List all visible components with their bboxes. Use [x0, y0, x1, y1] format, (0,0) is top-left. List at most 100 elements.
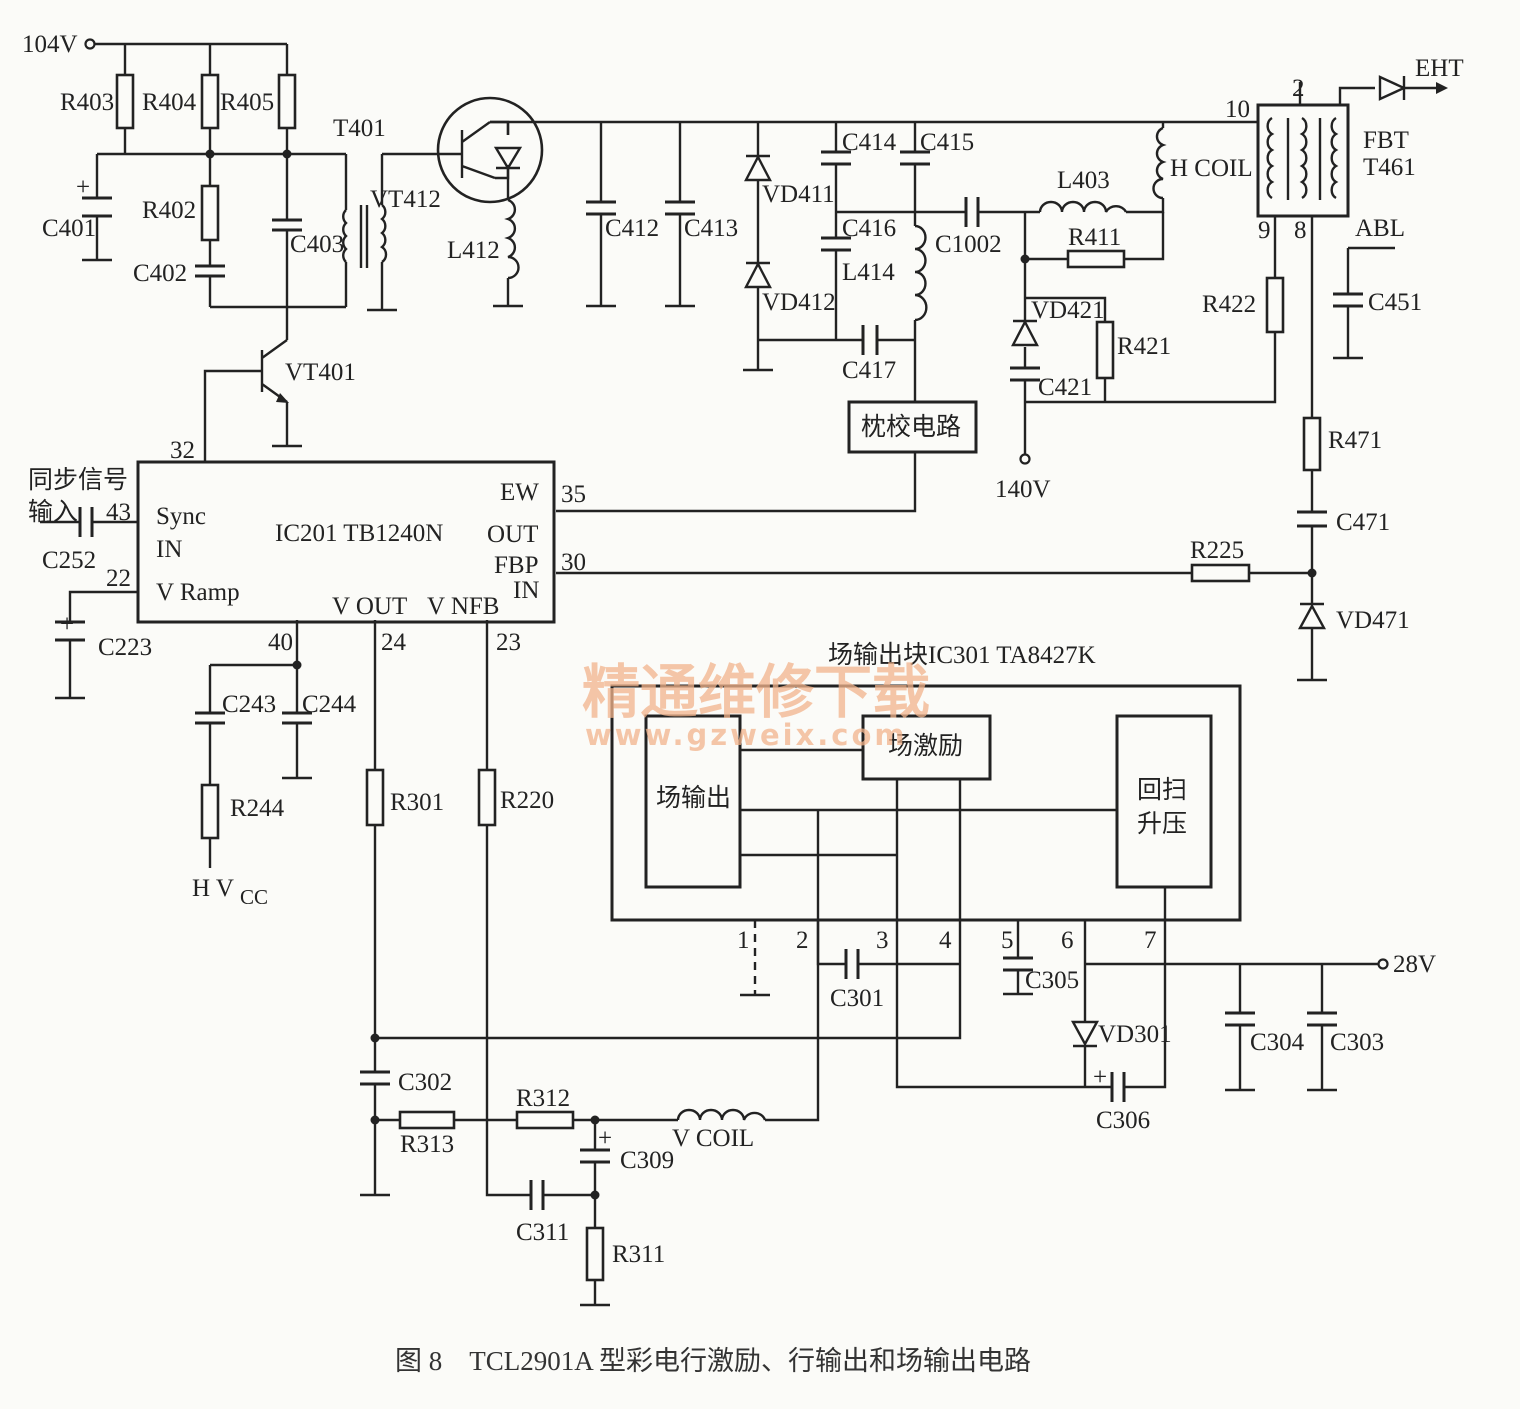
ic301-box: [610, 684, 1242, 922]
label-c401-plus: +: [76, 174, 90, 201]
c471-plates: [1297, 510, 1327, 528]
label-r403: R403: [60, 89, 114, 116]
pillow-label: 枕校电路: [861, 413, 961, 441]
c302-plates: [360, 1070, 390, 1086]
eht-arrow: [1436, 82, 1448, 94]
label-c414: C414: [842, 129, 897, 156]
hcoil-coil: [1152, 126, 1167, 200]
c414-plates: [821, 150, 851, 166]
label-c403: C403: [290, 231, 344, 258]
label-r411: R411: [1068, 224, 1121, 251]
vd411-symbol: [744, 154, 772, 182]
label-c305: C305: [1025, 967, 1079, 994]
label-l414: L414: [842, 259, 895, 286]
label-p4: 4: [939, 927, 952, 954]
label-r301: R301: [390, 789, 444, 816]
r421-body: [1095, 320, 1115, 380]
diodes: [744, 75, 1448, 1048]
label-140v: 140V: [995, 476, 1051, 503]
label-c416: C416: [842, 215, 896, 242]
r225-body: [1190, 563, 1251, 583]
c243-plates: [195, 711, 225, 725]
label-c421: C421: [1038, 374, 1092, 401]
label-fbt: FBT: [1363, 127, 1409, 154]
eht-diode-symbol: [1378, 75, 1407, 101]
vd471-symbol: [1297, 602, 1327, 630]
watermark: 精通维修下载 www.gzweix.com: [582, 658, 930, 752]
label-c471: C471: [1336, 509, 1390, 536]
label-p3: 3: [876, 927, 889, 954]
label-c304: C304: [1250, 1029, 1305, 1056]
vdrive-block-box: [861, 714, 992, 781]
c421-plates: [1010, 366, 1040, 382]
c403-plates: [272, 218, 302, 232]
watermark-cn: 精通维修下载: [582, 658, 930, 726]
ic201-vramp: V Ramp: [156, 579, 240, 606]
label-p5: 5: [1001, 927, 1014, 954]
ground-symbols: [55, 258, 1363, 1307]
label-c303: C303: [1330, 1029, 1384, 1056]
transistors: [276, 96, 544, 403]
label-r471: R471: [1328, 427, 1382, 454]
r405-body: [277, 73, 297, 130]
label-hvcc: H V: [192, 875, 234, 902]
label-vt401: VT401: [285, 359, 356, 386]
ic201-vout: V OUT: [332, 593, 407, 620]
c417-plates: [861, 325, 879, 355]
r311-body: [585, 1226, 605, 1282]
terminals: [84, 38, 1389, 970]
capacitors: [55, 150, 1363, 1210]
l414-coil: [914, 224, 928, 322]
label-pin22: 22: [106, 565, 131, 592]
c415-plates: [900, 150, 930, 166]
label-pin23: 23: [496, 629, 521, 656]
c451-plates: [1333, 292, 1363, 308]
label-vd301: VD301: [1098, 1021, 1172, 1048]
label-c223: C223: [98, 634, 152, 661]
r403-body: [115, 73, 135, 130]
r313-body: [398, 1110, 456, 1130]
r220-body: [477, 768, 497, 827]
vout-block-label: 场输出: [656, 784, 731, 812]
label-t401: T401: [333, 115, 386, 142]
label-c402: C402: [133, 260, 187, 287]
c1002-plates: [964, 197, 980, 227]
label-c309: C309: [620, 1147, 674, 1174]
label-hvcc-sub: CC: [240, 885, 268, 909]
label-r313: R313: [400, 1131, 454, 1158]
label-pin10: 10: [1225, 96, 1250, 123]
label-r311: R311: [612, 1241, 665, 1268]
figure-caption: 图 8 TCL2901A 型彩电行激励、行输出和场输出电路: [395, 1346, 1031, 1376]
l412-coil: [504, 198, 520, 280]
c412-plates: [586, 200, 616, 216]
resistors: [115, 73, 1322, 1282]
ic201-ew: EW: [500, 479, 539, 506]
inductors: [342, 103, 1350, 1121]
label-c412: C412: [605, 215, 659, 242]
r471-body: [1302, 416, 1322, 472]
label-vcoil: V COIL: [672, 1125, 754, 1152]
label-vd421: VD421: [1031, 297, 1105, 324]
label-r225: R225: [1190, 537, 1244, 564]
label-r402: R402: [142, 197, 196, 224]
label-c413: C413: [684, 215, 738, 242]
label-c301: C301: [830, 985, 884, 1012]
c303-plates: [1307, 1011, 1337, 1027]
label-vd411: VD411: [762, 181, 835, 208]
label-r422: R422: [1202, 291, 1256, 318]
label-c311: C311: [516, 1219, 569, 1246]
label-l403: L403: [1057, 167, 1110, 194]
label-c309-plus: +: [598, 1125, 612, 1152]
vcoil-coil: [676, 1108, 767, 1121]
label-c451: C451: [1368, 289, 1422, 316]
c223-plates: [55, 620, 85, 642]
fbt-winding-1: [1266, 116, 1275, 200]
t401-secondary: [379, 204, 388, 263]
vt401-emitter-arrow: [276, 393, 289, 403]
c401-plates: [82, 196, 112, 218]
l403-coil: [1038, 200, 1128, 213]
label-sync2: 输入: [28, 498, 78, 526]
ic201-in: IN: [156, 536, 182, 563]
c311-plates: [529, 1180, 545, 1210]
